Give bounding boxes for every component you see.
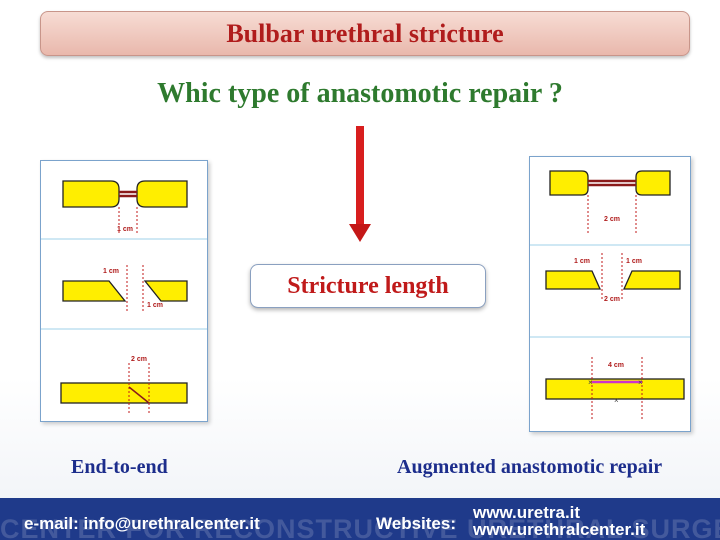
end-to-end-step3: 2 cm (60, 356, 188, 413)
question-heading: Whic type of anastomotic repair ? (157, 78, 563, 109)
augmented-repair-diagram: 2 cm 1 cm 1 cm 2 cm × × × 4 cm (529, 156, 691, 432)
e2e-step1-label: 1 cm (117, 226, 133, 233)
footer-watermark: CENTER FOR RECONSTRUCTIVE URETHRAL SURGE… (0, 514, 720, 540)
end-to-end-step1: 1 cm (62, 180, 188, 233)
footer-email[interactable]: e-mail: info@urethralcenter.it (24, 514, 260, 533)
aug-step2-label-a: 1 cm (574, 258, 590, 265)
footer-bar: CENTER FOR RECONSTRUCTIVE URETHRAL SURGE… (0, 498, 720, 540)
aug-step2-label-b: 1 cm (626, 258, 642, 265)
svg-text:×: × (638, 378, 643, 387)
slide-title: Bulbar urethral stricture (226, 18, 504, 48)
augmented-step1: 2 cm (549, 170, 671, 233)
svg-text:×: × (588, 378, 593, 387)
footer-website-link-1[interactable]: www.uretra.it (473, 503, 581, 522)
down-arrow-icon (349, 126, 371, 242)
augmented-step3: × × × 4 cm (545, 357, 685, 419)
aug-step3-label: 4 cm (608, 362, 624, 369)
end-to-end-diagram: 1 cm 1 cm 1 cm 2 cm (40, 160, 208, 422)
title-box: Bulbar urethral stricture (40, 11, 690, 56)
augmented-repair-caption: Augmented anastomotic repair (397, 456, 663, 478)
e2e-step2-label-b: 1 cm (147, 302, 163, 309)
stricture-length-box: Stricture length (250, 264, 486, 308)
stricture-length-label: Stricture length (287, 272, 449, 299)
e2e-step3-label: 2 cm (131, 356, 147, 363)
augmented-step2: 1 cm 1 cm 2 cm (545, 253, 681, 303)
svg-text:×: × (614, 396, 619, 405)
end-to-end-step2: 1 cm 1 cm (62, 265, 188, 311)
e2e-step2-label-a: 1 cm (103, 268, 119, 275)
end-to-end-caption: End-to-end (71, 456, 168, 478)
aug-step1-label: 2 cm (604, 216, 620, 223)
footer-website-link-2[interactable]: www.urethralcenter.it (473, 520, 646, 539)
footer-websites-label: Websites: (376, 514, 456, 533)
aug-step2-label-c: 2 cm (604, 296, 620, 303)
